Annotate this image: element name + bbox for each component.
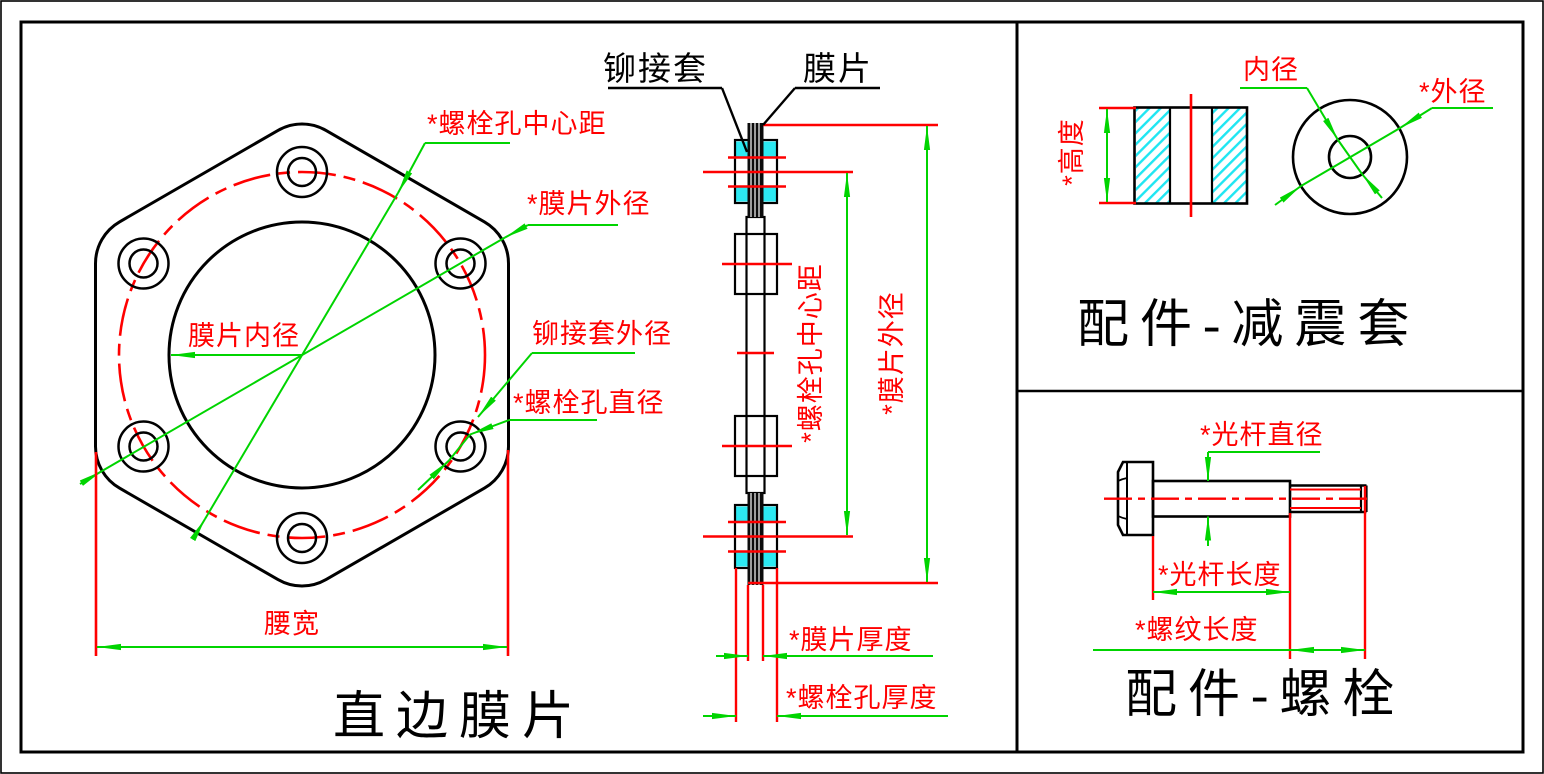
rivet-joint-bottom xyxy=(733,493,779,585)
label-bolt-hole-center-distance: *螺栓孔中心距 xyxy=(427,109,607,139)
dim-diaphragm-outer-dia xyxy=(79,223,618,486)
bolt-head xyxy=(1116,460,1155,537)
bolt-thread xyxy=(1290,484,1368,514)
diaphragm-front-view: *螺栓孔中心距 *膜片外径 膜片内径 铆接套外径 *螺栓孔直径 腰宽 直边膜片 xyxy=(79,109,672,746)
sleeve-outer-circle xyxy=(1291,98,1409,216)
label-rivet-sleeve: 铆接套 xyxy=(603,50,708,87)
label-rivet-sleeve-od: 铆接套外径 xyxy=(532,319,672,349)
label-sleeve-inner-dia: 内径 xyxy=(1243,55,1299,85)
inner-border xyxy=(19,20,1525,754)
bolt-circle-centerline xyxy=(117,170,487,540)
label-sleeve-outer-dia: *外径 xyxy=(1419,77,1487,107)
label-diaphragm-thickness: *膜片厚度 xyxy=(789,625,913,655)
leader-rivet-sleeve-od xyxy=(477,352,635,418)
label-side-outer-dia: *膜片外径 xyxy=(877,291,907,415)
sleeve-wall-hatch xyxy=(1212,108,1246,203)
diaphragm-side-view: 铆接套 膜片 *螺栓孔中心距 *膜片外径 *膜片厚度 *螺栓孔厚度 xyxy=(603,50,948,722)
dim-bolt-hole-dia xyxy=(417,419,597,491)
hexagon-outline xyxy=(93,122,511,588)
rivet-joint-top xyxy=(733,123,779,217)
label-waist-width: 腰宽 xyxy=(264,609,320,639)
dim-rod-dia xyxy=(1204,451,1320,546)
label-diaphragm-inner-dia: 膜片内径 xyxy=(188,321,300,351)
part-name-leaders xyxy=(608,86,880,153)
title-bolt: 配件-螺栓 xyxy=(1125,667,1405,724)
title-diaphragm: 直边膜片 xyxy=(333,689,585,746)
label-sleeve-height: *高度 xyxy=(1057,118,1087,186)
label-side-bolt-center-distance: *螺栓孔中心距 xyxy=(796,263,826,443)
label-bolt-hole-dia: *螺栓孔直径 xyxy=(513,388,665,418)
bore-circle xyxy=(167,220,437,490)
label-diaphragm: 膜片 xyxy=(803,50,873,87)
red-reference-lines xyxy=(703,123,938,722)
label-thread-length: *螺纹长度 xyxy=(1135,615,1259,645)
dim-sleeve-outer-dia xyxy=(1274,107,1493,206)
title-damper: 配件-减震套 xyxy=(1077,297,1420,354)
sleeve-inner-circle xyxy=(1327,134,1373,180)
label-rod-dia: *光杆直径 xyxy=(1200,420,1324,450)
damper-sleeve-view: 内径 *外径 *高度 配件-减震套 xyxy=(1057,55,1493,354)
label-rod-length: *光杆长度 xyxy=(1158,560,1282,590)
bolt-view: *光杆直径 *光杆长度 *螺纹长度 配件-螺栓 xyxy=(1093,420,1405,724)
diaphragm-strip xyxy=(745,215,766,495)
dim-waist-width xyxy=(94,450,510,656)
label-diaphragm-outer-dia: *膜片外径 xyxy=(527,189,651,219)
dim-sleeve-inner-dia xyxy=(1240,87,1383,199)
label-bolt-hole-thickness: *螺栓孔厚度 xyxy=(786,683,938,713)
bolt-holes xyxy=(117,145,487,565)
sleeve-wall-hatch xyxy=(1136,108,1170,203)
